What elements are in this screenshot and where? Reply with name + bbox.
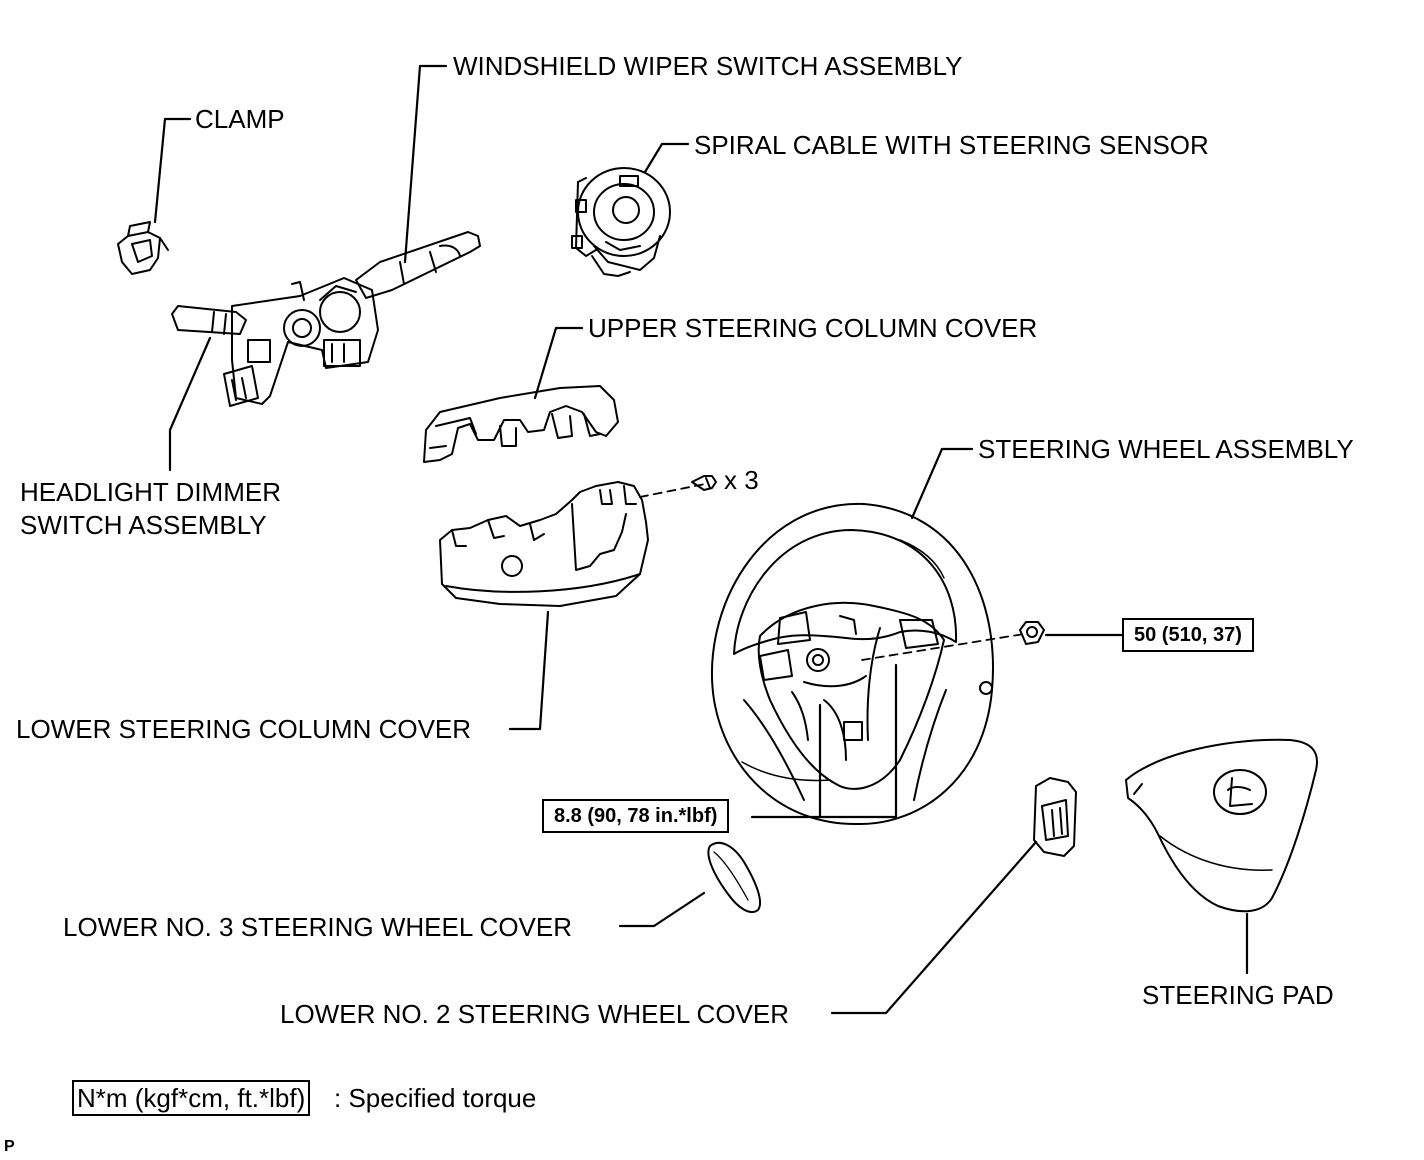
lower-no2-cover-part [1033,777,1077,857]
wiper-switch-label: WINDSHIELD WIPER SWITCH ASSEMBLY [453,51,963,81]
screw-part [691,475,717,491]
headlight-switch-label-line2: SWITCH ASSEMBLY [20,510,267,540]
bolt-axes [639,483,1025,661]
headlight-switch-label-line1: HEADLIGHT DIMMER [20,477,281,507]
steering-wheel-label: STEERING WHEEL ASSEMBLY [978,434,1354,464]
steering-pad-part [1125,738,1318,913]
clamp-part [117,221,169,275]
torque-legend-box: N*m (kgf*cm, ft.*lbf) [72,1080,311,1116]
screw-count-label: x 3 [724,465,759,495]
steering-pad-label: STEERING PAD [1142,980,1334,1010]
combination-switch-part [171,231,481,407]
lower-cover-label: LOWER STEERING COLUMN COVER [16,714,472,744]
leader-lines [153,64,1249,1015]
lower-no3-cover-part [707,841,762,913]
spiral-cable-label: SPIRAL CABLE WITH STEERING SENSOR [694,130,1209,160]
nut-torque-box: 50 (510, 37) [1122,618,1254,652]
upper-column-cover-part [423,385,619,463]
corner-mark: P [4,1138,15,1155]
torque-legend-text: : Specified torque [334,1083,537,1113]
spiral-cable-part [571,167,671,277]
lower-column-cover-part [439,481,649,607]
lower-no2-cover-label: LOWER NO. 2 STEERING WHEEL COVER [280,999,790,1029]
steering-wheel-part [711,502,994,826]
nut-part [1019,621,1045,645]
clamp-label: CLAMP [195,104,285,134]
screw-torque-box: 8.8 (90, 78 in.*lbf) [542,799,730,833]
upper-cover-label: UPPER STEERING COLUMN COVER [588,313,1038,343]
lower-no3-cover-label: LOWER NO. 3 STEERING WHEEL COVER [63,912,573,942]
